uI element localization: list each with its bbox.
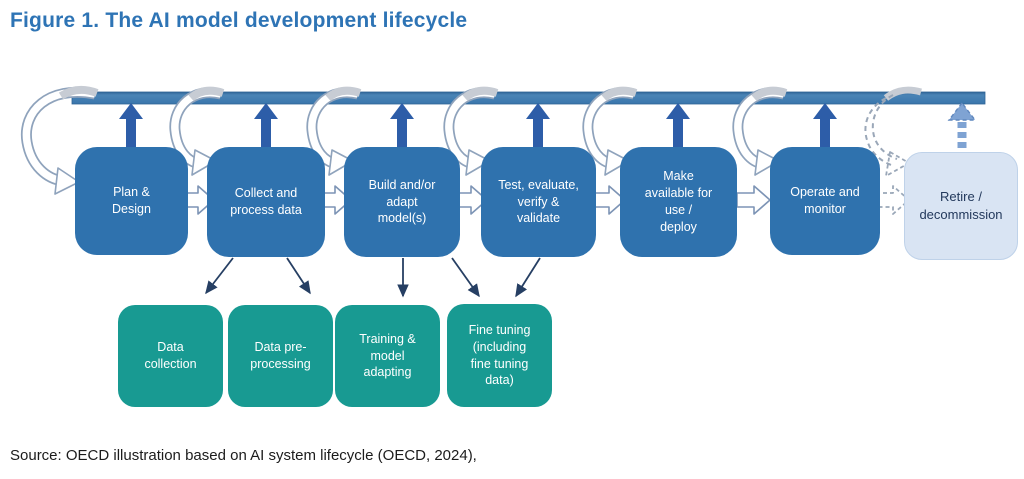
substage-data-collection: Data collection <box>118 305 223 407</box>
stage-label: Plan & Design <box>112 185 151 216</box>
down-arrow-finetuning-from-test <box>515 257 541 298</box>
up-arrow-deploy <box>666 103 690 147</box>
up-arrow-build <box>390 103 414 147</box>
figure-title: Figure 1. The AI model development lifec… <box>10 9 468 32</box>
substage-label: Data pre- processing <box>250 340 311 371</box>
stage-label: Collect and process data <box>230 186 302 217</box>
stage-operate-monitor: Operate and monitor <box>770 147 880 255</box>
stage-make-available-deploy: Make available for use / deploy <box>620 147 737 257</box>
substage-training-model-adapting: Training & model adapting <box>335 305 440 407</box>
up-arrow-test <box>526 103 550 147</box>
stage-label: Make available for use / deploy <box>644 169 713 234</box>
down-arrow-preprocessing <box>286 257 311 295</box>
source-citation: Source: OECD illustration based on AI sy… <box>10 447 477 464</box>
up-arrow-collect <box>254 103 278 147</box>
dashed-loop-arrow-retire <box>864 86 922 177</box>
substage-label: Fine tuning (including fine tuning data) <box>468 322 531 388</box>
stage-label: Operate and monitor <box>790 185 860 216</box>
stage-label: Build and/or adapt model(s) <box>368 177 436 226</box>
substage-label: Data collection <box>144 340 197 371</box>
down-arrow-finetuning-from-build <box>451 257 480 298</box>
stage-test-evaluate-verify-validate: Test, evaluate, verify & validate <box>481 147 596 257</box>
substage-label: Training & model adapting <box>359 331 416 380</box>
dashed-up-arrow-retire <box>947 101 977 148</box>
flow-arrow-5 <box>736 185 771 215</box>
stage-label: Test, evaluate, verify & validate <box>498 177 579 226</box>
stage-retire-decommission: Retire / decommission <box>904 152 1018 260</box>
stage-build-adapt-models: Build and/or adapt model(s) <box>344 147 460 257</box>
stage-collect-process-data: Collect and process data <box>207 147 325 257</box>
loop-arrow-plan <box>20 85 99 195</box>
substage-data-preprocessing: Data pre- processing <box>228 305 333 407</box>
stage-plan-design: Plan & Design <box>75 147 188 255</box>
substage-fine-tuning: Fine tuning (including fine tuning data) <box>447 304 552 407</box>
up-arrow-plan <box>119 103 143 147</box>
down-arrow-data-collection <box>205 257 234 295</box>
stage-label: Retire / decommission <box>919 189 1003 222</box>
up-arrow-operate <box>813 103 837 147</box>
